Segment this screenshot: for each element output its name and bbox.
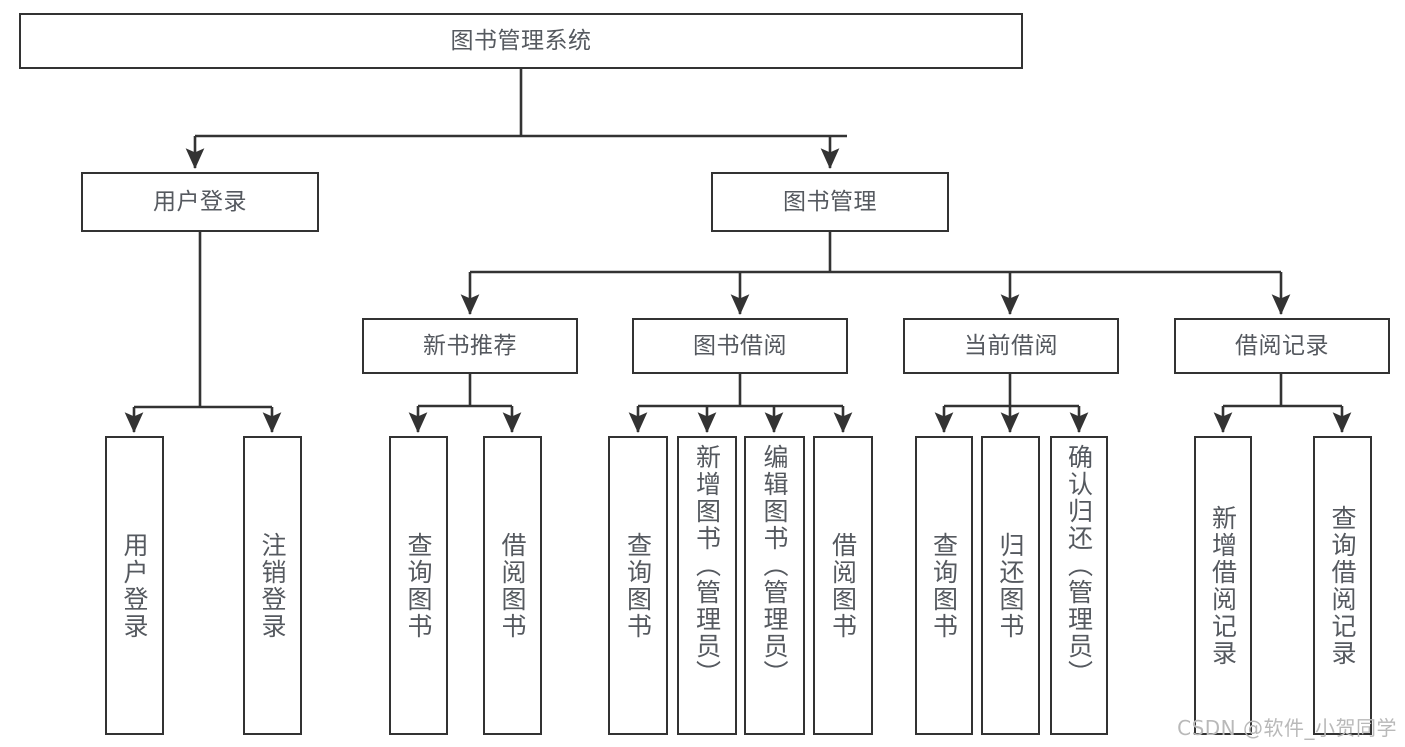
node-borrow-record[interactable]: 借阅记录: [1174, 318, 1390, 374]
node-leaf-bb-query[interactable]: 查询图书: [608, 436, 668, 735]
node-book-borrow[interactable]: 图书借阅: [632, 318, 848, 374]
node-leaf-bb-edit[interactable]: 编辑图书（管理员）: [744, 436, 805, 735]
node-leaf-bb-add[interactable]: 新增图书（管理员）: [677, 436, 737, 735]
node-leaf-rec-query-label: 查询图书: [404, 531, 433, 640]
node-leaf-br-query[interactable]: 查询借阅记录: [1313, 436, 1372, 735]
node-leaf-rec-borrow-label: 借阅图书: [498, 531, 527, 640]
node-leaf-logout-label: 注销登录: [258, 531, 287, 640]
node-current-borrow-label: 当前借阅: [964, 332, 1058, 359]
node-book-manage-label: 图书管理: [783, 188, 877, 215]
node-user-login[interactable]: 用户登录: [81, 172, 319, 232]
node-user-login-label: 用户登录: [153, 188, 247, 215]
node-leaf-bb-query-label: 查询图书: [623, 531, 653, 640]
node-leaf-cb-query[interactable]: 查询图书: [915, 436, 973, 735]
node-leaf-cb-return-label: 归还图书: [996, 531, 1025, 640]
node-leaf-bb-add-label: 新增图书（管理员）: [692, 444, 722, 687]
node-leaf-br-add-label: 新增借阅记录: [1208, 504, 1238, 667]
node-leaf-bb-borrow-label: 借阅图书: [828, 531, 858, 640]
node-root-label: 图书管理系统: [450, 27, 592, 54]
node-leaf-cb-query-label: 查询图书: [929, 531, 959, 640]
node-leaf-user-login-label: 用户登录: [120, 531, 149, 640]
node-leaf-br-add[interactable]: 新增借阅记录: [1194, 436, 1252, 735]
node-leaf-user-login[interactable]: 用户登录: [105, 436, 164, 735]
node-book-manage[interactable]: 图书管理: [711, 172, 949, 232]
node-leaf-rec-borrow[interactable]: 借阅图书: [483, 436, 542, 735]
node-new-book-rec-label: 新书推荐: [423, 332, 517, 359]
node-leaf-cb-confirm[interactable]: 确认归还（管理员）: [1050, 436, 1108, 735]
node-root[interactable]: 图书管理系统: [19, 13, 1023, 69]
node-current-borrow[interactable]: 当前借阅: [903, 318, 1119, 374]
node-leaf-bb-borrow[interactable]: 借阅图书: [813, 436, 873, 735]
node-book-borrow-label: 图书借阅: [693, 332, 787, 359]
node-leaf-cb-return[interactable]: 归还图书: [981, 436, 1040, 735]
node-leaf-logout[interactable]: 注销登录: [243, 436, 302, 735]
node-new-book-rec[interactable]: 新书推荐: [362, 318, 578, 374]
node-leaf-bb-edit-label: 编辑图书（管理员）: [760, 444, 789, 687]
node-leaf-rec-query[interactable]: 查询图书: [389, 436, 448, 735]
node-leaf-cb-confirm-label: 确认归还（管理员）: [1064, 444, 1094, 687]
node-leaf-br-query-label: 查询借阅记录: [1328, 504, 1357, 667]
node-borrow-record-label: 借阅记录: [1235, 332, 1329, 359]
